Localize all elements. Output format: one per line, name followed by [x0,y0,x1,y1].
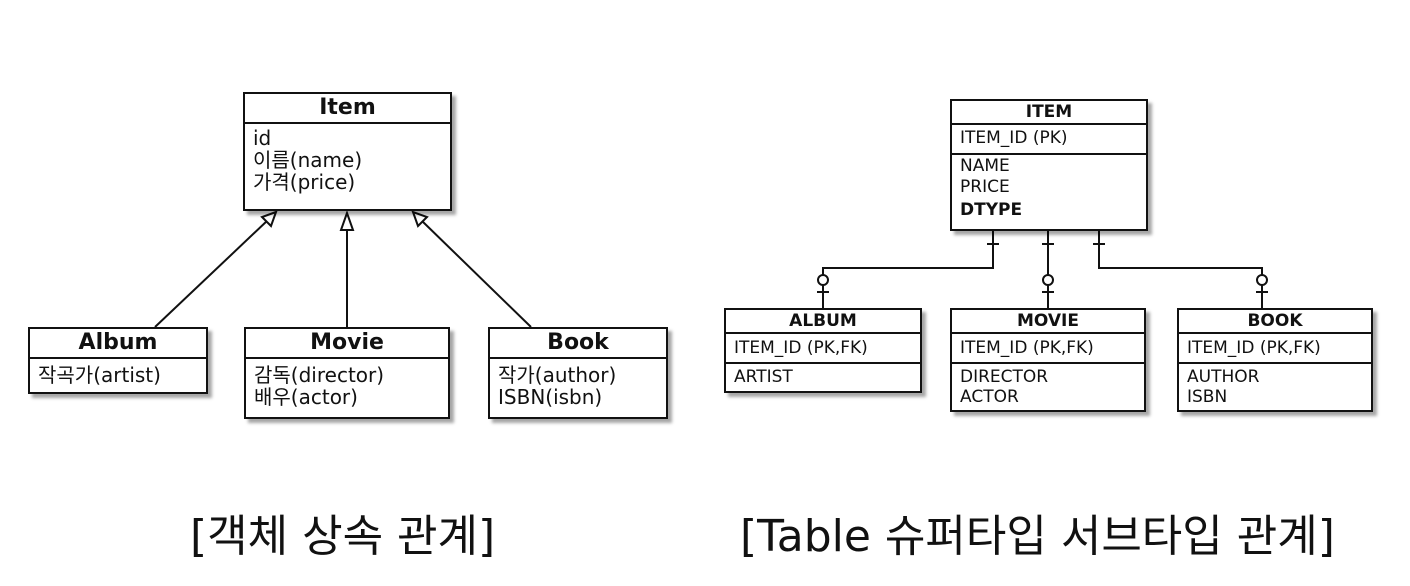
item-class-title: Item [245,94,450,124]
field-isbn: ISBN(isbn) [498,385,603,409]
book-inheritance-line [420,219,532,328]
movie-optional-circle [1042,274,1054,286]
movie-class-box: Movie 감독(director) 배우(actor) [244,327,450,419]
album-class-fields: 작곡가(artist) [30,359,206,386]
book-relationship-line [1098,231,1263,308]
field-director: 감독(director) [254,363,385,387]
book-class-title: Book [490,329,666,359]
book-item-id-pk: ITEM_ID (PK,FK) [1187,338,1321,358]
item-table-title: ITEM [952,101,1146,125]
field-id: id [253,126,272,150]
movie-table-pk: ITEM_ID (PK,FK) [952,334,1144,364]
column-name: NAME [960,156,1010,176]
book-table-title: BOOK [1179,310,1371,334]
album-optional-circle [817,274,829,286]
column-isbn: ISBN [1187,387,1228,407]
object-inheritance-caption: [객체 상속 관계] [190,511,496,562]
item-id-pk: ITEM_ID (PK) [960,128,1068,148]
item-class-fields: id 이름(name) 가격(price) [245,124,450,193]
album-class-box: Album 작곡가(artist) [28,327,208,394]
album-inheritance-arrowhead [260,210,278,228]
book-optional-circle [1256,274,1268,286]
field-price: 가격(price) [253,170,356,194]
album-table-pk: ITEM_ID (PK,FK) [726,334,920,364]
field-actor: 배우(actor) [254,385,358,409]
field-artist: 작곡가(artist) [38,363,161,387]
movie-table-columns: DIRECTOR ACTOR [952,364,1144,407]
movie-table-title: MOVIE [952,310,1144,334]
album-table-box: ALBUM ITEM_ID (PK,FK) ARTIST [724,308,922,393]
album-item-id-pk: ITEM_ID (PK,FK) [734,338,868,358]
column-price: PRICE [960,177,1010,197]
album-table-columns: ARTIST [726,364,920,387]
movie-inheritance-arrowhead [339,209,355,231]
field-name: 이름(name) [253,148,363,172]
item-table-columns: NAME PRICE DTYPE [952,155,1146,221]
movie-item-id-pk: ITEM_ID (PK,FK) [960,338,1094,358]
album-inheritance-line [154,219,269,328]
column-actor: ACTOR [960,387,1019,407]
column-author: AUTHOR [1187,367,1260,387]
movie-table-box: MOVIE ITEM_ID (PK,FK) DIRECTOR ACTOR [950,308,1146,412]
field-author: 작가(author) [498,363,617,387]
book-class-box: Book 작가(author) ISBN(isbn) [488,327,668,419]
column-artist: ARTIST [734,367,793,387]
album-class-title: Album [30,329,206,359]
table-relationship-caption: [Table 슈퍼타입 서브타입 관계] [740,511,1335,562]
album-table-title: ALBUM [726,310,920,334]
movie-class-fields: 감독(director) 배우(actor) [246,359,448,408]
book-class-fields: 작가(author) ISBN(isbn) [490,359,666,408]
item-class-box: Item id 이름(name) 가격(price) [243,92,452,211]
item-table-pk: ITEM_ID (PK) [952,125,1146,155]
book-inheritance-arrowhead [411,210,429,228]
column-director: DIRECTOR [960,367,1049,387]
book-table-pk: ITEM_ID (PK,FK) [1179,334,1371,364]
album-relationship-line [822,231,994,308]
book-table-columns: AUTHOR ISBN [1179,364,1371,407]
movie-class-title: Movie [246,329,448,359]
book-table-box: BOOK ITEM_ID (PK,FK) AUTHOR ISBN [1177,308,1373,412]
column-dtype: DTYPE [960,200,1023,220]
item-table-box: ITEM ITEM_ID (PK) NAME PRICE DTYPE [950,99,1148,231]
